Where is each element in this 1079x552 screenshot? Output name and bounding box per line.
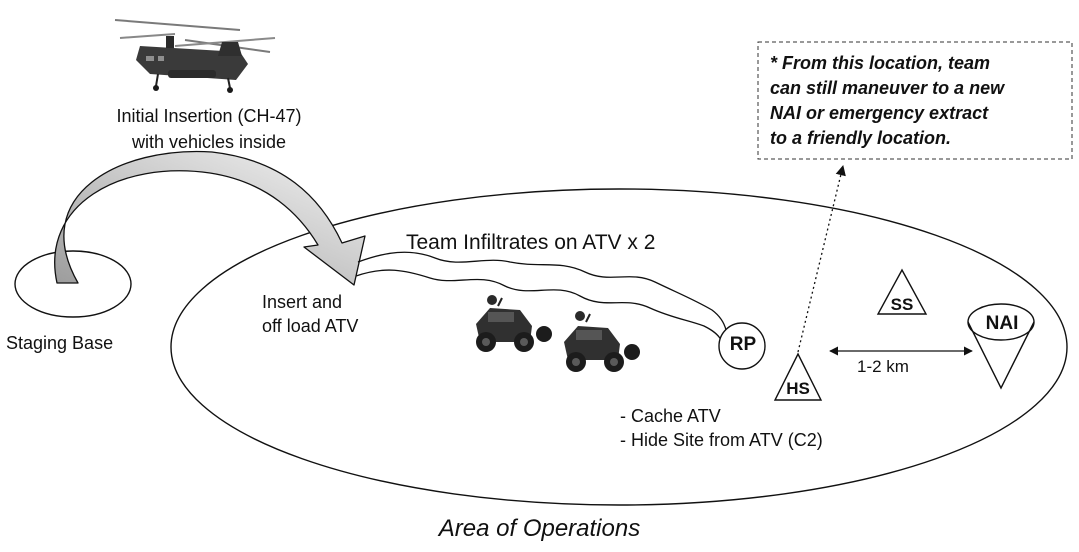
infiltration-route-upper (357, 251, 727, 331)
insertion-arrow (54, 150, 366, 286)
dotted-arrow (797, 164, 846, 353)
infiltration-route-lower (355, 269, 722, 341)
hs-label: HS (786, 379, 810, 398)
nai-cone (967, 303, 1035, 390)
nai-label: NAI (985, 313, 1019, 334)
note-line: can still maneuver to a new (770, 78, 1005, 98)
cache-note-line: - Hide Site from ATV (C2) (620, 430, 823, 450)
infiltration-label: Team Infiltrates on ATV x 2 (406, 231, 656, 254)
rally-point-circle (718, 322, 766, 370)
insert-label-line: Insert and (262, 292, 343, 312)
cache-note-line: - Cache ATV (620, 406, 721, 426)
note-line: to a friendly location. (770, 128, 952, 148)
staging-base-label: Staging Base (6, 333, 114, 353)
hide-site-triangle (773, 352, 823, 401)
insertion-caption: Initial Insertion (CH-47) with vehicles … (84, 103, 334, 155)
surveillance-site-triangle (876, 268, 928, 315)
helicopter-icon (114, 19, 276, 93)
note-box (757, 41, 1073, 160)
cache-notes: - Cache ATV - Hide Site from ATV (C2) (620, 404, 823, 452)
insertion-caption-line: Initial Insertion (CH-47) (116, 106, 302, 126)
ss-label: SS (890, 295, 914, 314)
area-of-operations-ellipse (170, 188, 1068, 506)
note-text: * From this location, team can still man… (770, 51, 1004, 151)
atv-icon (564, 311, 640, 372)
rp-label: RP (729, 334, 757, 355)
area-of-operations-label: Area of Operations (438, 515, 641, 542)
distance-label: 1-2 km (857, 357, 909, 376)
note-line: * From this location, team (770, 53, 991, 73)
insertion-caption-line: with vehicles inside (131, 132, 287, 152)
note-line: NAI or emergency extract (770, 103, 989, 123)
atv-icon (476, 295, 552, 352)
insert-label: Insert and off load ATV (262, 290, 358, 338)
staging-base-ellipse (14, 250, 132, 318)
insert-label-line: off load ATV (262, 316, 359, 336)
